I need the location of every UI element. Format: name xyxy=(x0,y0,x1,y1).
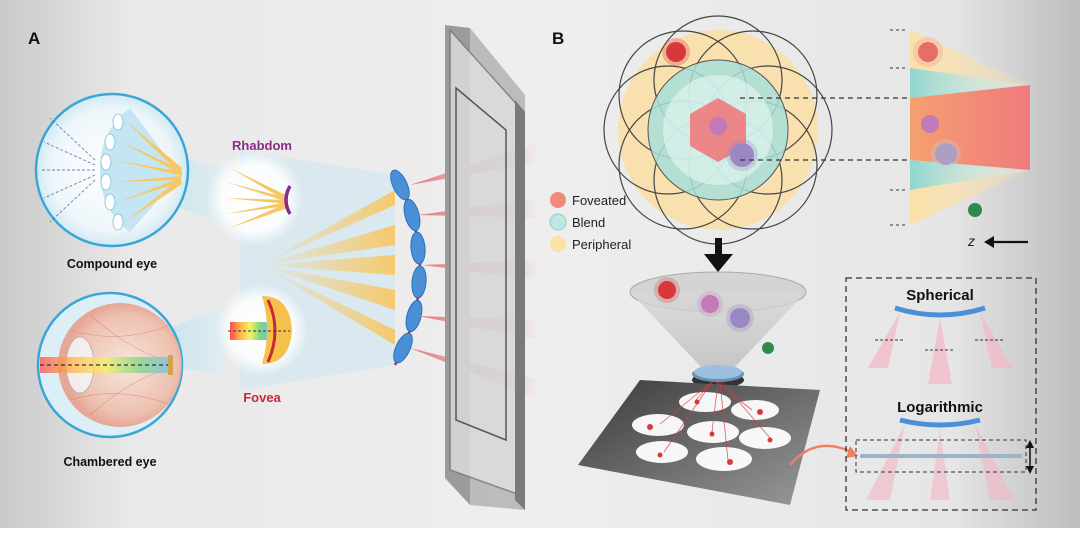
rhabdom-detail xyxy=(207,150,303,246)
spherical-label: Spherical xyxy=(906,287,974,304)
logarithmic-label: Logarithmic xyxy=(897,399,983,416)
legend-peripheral-swatch xyxy=(550,236,566,252)
sensor-plate xyxy=(578,380,820,505)
legend: Foveated Blend Peripheral xyxy=(549,192,631,252)
projection-lines xyxy=(740,97,910,161)
comparison-box xyxy=(845,277,1037,511)
spherical-diagram xyxy=(868,305,1012,384)
imaging-cone xyxy=(629,271,807,370)
rhabdom-label: Rhabdom xyxy=(232,138,292,153)
down-arrow xyxy=(704,238,733,272)
compound-eye xyxy=(34,92,190,248)
lens-array xyxy=(390,169,427,366)
wedge-side-view xyxy=(890,29,1030,226)
panel-a-letter: A xyxy=(28,29,40,48)
display-panel xyxy=(445,25,525,510)
legend-foveated-swatch xyxy=(550,192,566,208)
legend-blend-label: Blend xyxy=(572,215,605,230)
z-axis-arrow xyxy=(984,236,1028,248)
fov-circles xyxy=(603,15,833,245)
legend-peripheral-label: Peripheral xyxy=(572,237,631,252)
orange-arrow xyxy=(789,444,858,466)
compound-eye-label: Compound eye xyxy=(67,257,157,271)
chambered-eye-label: Chambered eye xyxy=(63,455,156,469)
z-axis-label: z xyxy=(967,233,975,249)
yellow-rays xyxy=(260,190,395,345)
fovea-label: Fovea xyxy=(243,390,281,405)
legend-foveated-label: Foveated xyxy=(572,193,626,208)
legend-blend-swatch xyxy=(549,213,567,231)
chambered-eye xyxy=(36,291,184,439)
logarithmic-diagram xyxy=(855,417,1034,500)
fovea-detail xyxy=(216,284,308,376)
panel-b-letter: B xyxy=(552,29,564,48)
